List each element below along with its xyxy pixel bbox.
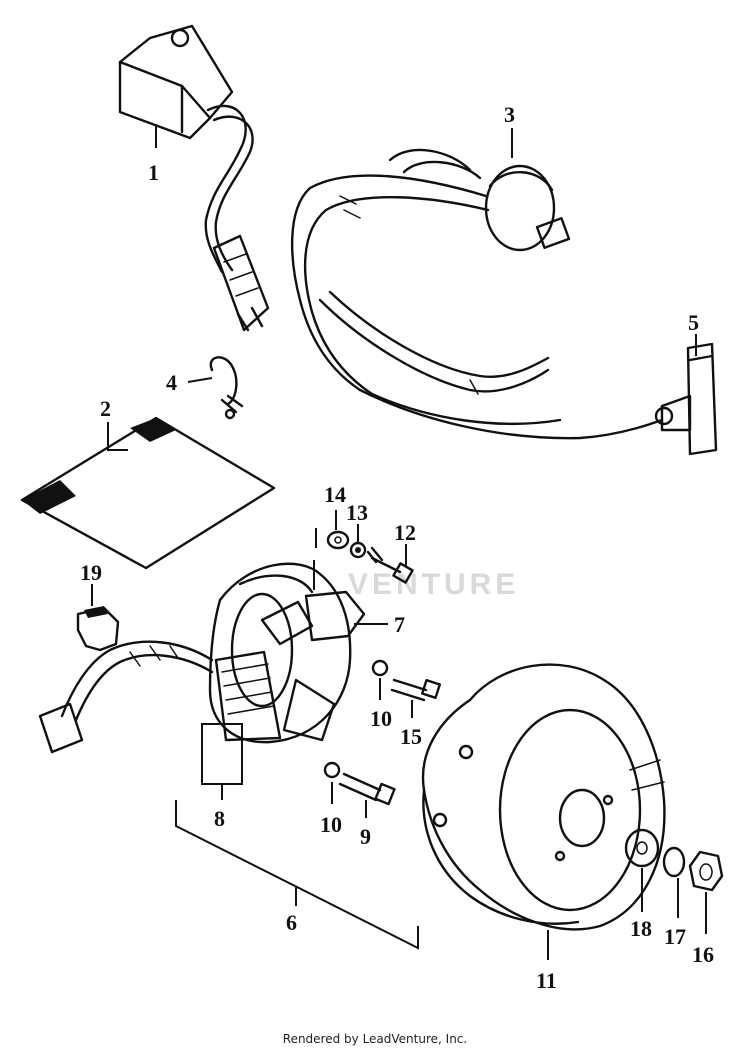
watermark-text: VENTURE [348, 568, 519, 601]
part-4-clamp [209, 356, 244, 420]
part-14-washer [326, 530, 350, 550]
callout-6: 6 [286, 910, 297, 935]
part-5-plug-cap [654, 342, 718, 456]
stator-wire-loom [38, 640, 214, 754]
callout-10-upper: 10 [370, 706, 392, 731]
part-15-bolt [390, 678, 442, 702]
callout-16: 16 [692, 942, 714, 967]
callout-13: 13 [346, 500, 368, 525]
callout-17: 17 [664, 924, 686, 949]
part-18-washer [624, 828, 660, 868]
callout-5: 5 [688, 310, 699, 335]
part-9-bolt [338, 772, 396, 806]
part-1-cdi-unit [118, 24, 270, 332]
callout-12: 12 [394, 520, 416, 545]
callout-7: 7 [394, 612, 405, 637]
part-3-ignition-coil [291, 148, 664, 440]
part-2-gasket-sheet [20, 416, 276, 570]
part-10-washer-lower [323, 761, 341, 779]
callout-3: 3 [504, 102, 515, 127]
part-12-screw [366, 546, 414, 584]
callout-10-lower: 10 [320, 812, 342, 837]
callout-2: 2 [100, 396, 111, 421]
callout-8: 8 [214, 806, 225, 831]
footer-credit: Rendered by LeadVenture, Inc. [282, 1032, 468, 1046]
part-11-flywheel [421, 663, 666, 931]
part-6-bracket [175, 800, 419, 950]
part-16-nut [688, 850, 724, 892]
callout-11: 11 [536, 968, 557, 993]
callout-labels: 1 2 3 4 5 6 7 8 9 10 10 11 12 13 14 15 1… [80, 102, 714, 993]
callout-9: 9 [360, 824, 371, 849]
callout-15: 15 [400, 724, 422, 749]
stator-assembly [208, 562, 366, 744]
callout-18: 18 [630, 916, 652, 941]
part-17-lock-washer [662, 846, 686, 878]
callout-19: 19 [80, 560, 102, 585]
part-13-washer [349, 541, 367, 559]
callout-4: 4 [166, 370, 177, 395]
leader-lines [91, 124, 707, 960]
part-19-grommet [76, 606, 120, 652]
callout-14: 14 [324, 482, 346, 507]
callout-1: 1 [148, 160, 159, 185]
part-10-washer-upper [371, 659, 389, 677]
